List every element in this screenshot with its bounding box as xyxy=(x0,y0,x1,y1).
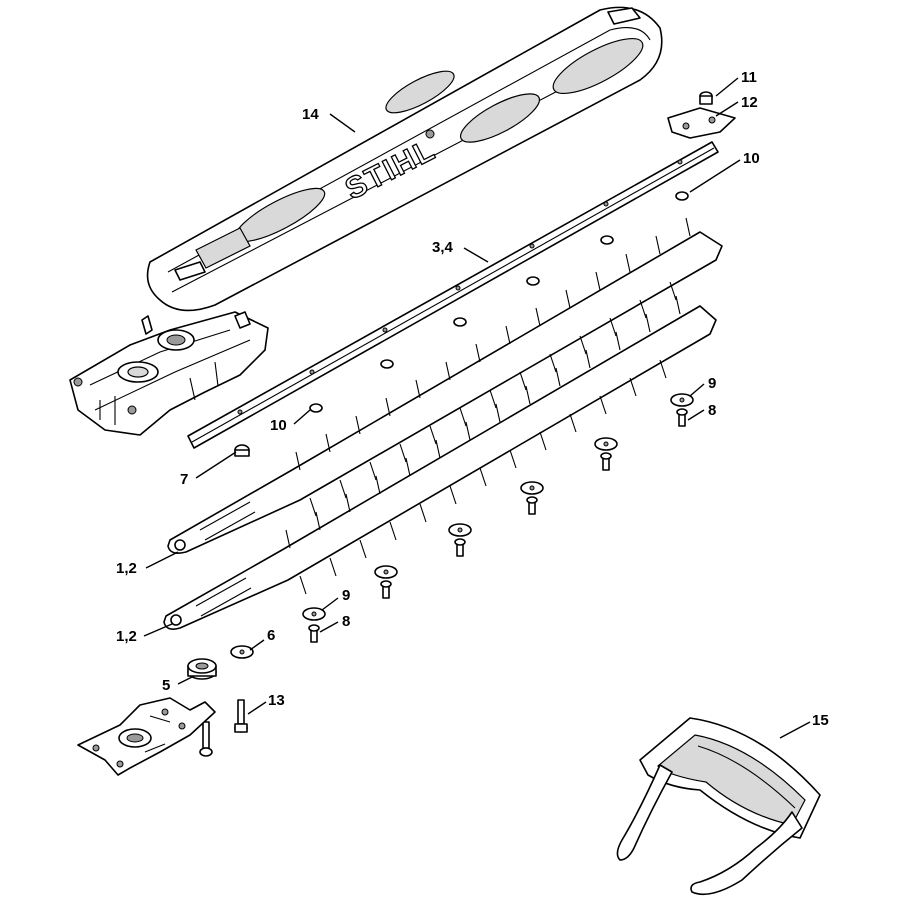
washer-6 xyxy=(230,645,254,659)
lower-blade xyxy=(163,295,717,630)
callout-10-left: 10 xyxy=(270,417,287,434)
nut-5 xyxy=(187,658,217,680)
callout-7: 7 xyxy=(180,471,188,488)
callout-1-2-upper: 1,2 xyxy=(116,560,137,577)
callout-12: 12 xyxy=(741,94,758,111)
spacer-10 xyxy=(309,191,689,413)
callout-10-top: 10 xyxy=(743,150,760,167)
callout-15: 15 xyxy=(812,712,829,729)
callout-6: 6 xyxy=(267,627,275,644)
callout-8-left: 8 xyxy=(342,613,350,630)
guard-bar xyxy=(187,141,719,449)
spacer-7 xyxy=(234,444,250,457)
screw-13 xyxy=(199,699,248,757)
gear-housing xyxy=(69,311,269,436)
nut-11 xyxy=(699,91,713,105)
callout-3-4: 3,4 xyxy=(432,239,454,256)
upper-blade xyxy=(167,217,723,554)
end-plate xyxy=(667,107,736,139)
scabbard: STIHL xyxy=(146,6,663,312)
leader-lines xyxy=(143,77,811,739)
callout-13: 13 xyxy=(268,692,285,709)
callout-14: 14 xyxy=(302,106,319,123)
washers-and-screws xyxy=(302,393,694,643)
callout-1-2-lower: 1,2 xyxy=(116,628,137,645)
callout-9-right: 9 xyxy=(708,375,716,392)
callout-8-right: 8 xyxy=(708,402,716,419)
callout-labels: 14 11 12 10 3,4 9 8 10 7 1,2 1,2 9 8 6 5… xyxy=(116,69,829,729)
safety-glasses xyxy=(616,717,821,896)
bottom-plate xyxy=(77,697,216,776)
callout-9-left: 9 xyxy=(342,587,350,604)
callout-11: 11 xyxy=(741,69,757,86)
callout-5: 5 xyxy=(162,677,170,694)
